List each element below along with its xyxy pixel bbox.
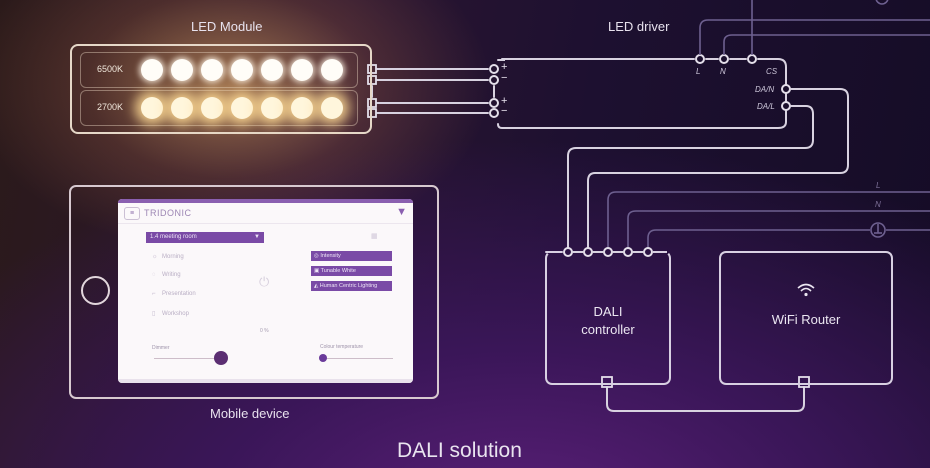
sun-icon: ☼ <box>152 254 158 260</box>
led <box>291 59 313 81</box>
driver-input-plus: + <box>501 61 508 73</box>
dimmer-slider-thumb[interactable] <box>214 351 228 365</box>
percent-readout: 0 % <box>260 328 269 334</box>
led-row-temperature: 2700K <box>97 102 124 112</box>
controller-border-segment <box>545 251 563 253</box>
driver-input-plus: + <box>501 95 508 107</box>
dimmer-label: Dimmer <box>152 345 170 351</box>
app-top-bar <box>118 199 413 203</box>
terminal-label-n: N <box>720 67 726 76</box>
terminal-label-da-l: DA/L <box>757 102 775 111</box>
colour-temperature-slider[interactable] <box>323 358 393 359</box>
room-select-value: 1.4 meeting room <box>150 234 197 240</box>
led-module: 6500K 2700K <box>70 44 372 134</box>
mode-button-tunable-white[interactable]: ▣ Tunable White <box>311 266 392 276</box>
grid-icon[interactable]: ▦ <box>371 233 378 240</box>
colour-temperature-label: Colour temperature <box>320 344 364 350</box>
app-header: ≡ TRIDONIC ▼ <box>118 203 413 224</box>
dali-controller: DALI controller <box>545 251 671 385</box>
led <box>321 59 343 81</box>
driver-input-minus: − <box>501 72 508 84</box>
driver-input-minus: − <box>501 105 508 117</box>
controller-terminals <box>563 247 653 257</box>
module-to-driver-wires <box>376 68 495 114</box>
mains-label-l: L <box>876 181 881 190</box>
led <box>291 97 313 119</box>
controller-border-segment <box>653 251 667 253</box>
led <box>201 97 223 119</box>
scene-item[interactable]: ◌Writing <box>152 272 181 278</box>
led <box>171 97 193 119</box>
scene-item[interactable]: ▯Workshop <box>152 311 189 317</box>
power-icon[interactable]: ⏻ <box>259 274 270 289</box>
mode-button-hcl[interactable]: ◭ Human Centric Lighting <box>311 281 392 291</box>
mains-label-n: N <box>875 200 881 209</box>
led <box>231 97 253 119</box>
app-brand: TRIDONIC <box>144 208 192 218</box>
led <box>261 59 283 81</box>
bulb-icon: ◎ <box>314 253 321 259</box>
app-bottom-bar <box>118 379 413 383</box>
workshop-icon: ▯ <box>152 311 156 317</box>
terminal-label-l: L <box>696 67 701 76</box>
led-driver-label: LED driver <box>608 19 670 34</box>
scene-item[interactable]: ☼Morning <box>152 254 184 260</box>
controller-router-link <box>606 386 805 412</box>
led-row-temperature: 6500K <box>97 64 124 74</box>
dali-controller-label: DALI controller <box>581 304 635 337</box>
colour-temperature-slider-thumb[interactable] <box>319 354 327 362</box>
led <box>261 97 283 119</box>
menu-icon[interactable]: ≡ <box>124 207 140 220</box>
wifi-icon[interactable]: ▼ <box>396 206 407 218</box>
wifi-router: WiFi Router <box>719 251 893 385</box>
presentation-icon: ⌐ <box>152 291 156 297</box>
tunable-icon: ▣ <box>314 268 321 274</box>
wifi-icon <box>797 283 815 297</box>
mode-button-intensity[interactable]: ◎ Intensity <box>311 251 392 261</box>
home-button[interactable] <box>81 276 110 305</box>
led-row-cool: 6500K <box>80 52 358 88</box>
terminal-label-cs: CS <box>766 67 778 76</box>
hcl-icon: ◭ <box>314 283 320 289</box>
diagram-title: DALI solution <box>397 439 522 462</box>
driver-input-nodes <box>489 64 499 118</box>
wifi-router-label: WiFi Router <box>771 312 841 327</box>
led <box>171 59 193 81</box>
app-screen: ≡ TRIDONIC ▼ 1.4 meeting room ▼ ▦ ☼Morni… <box>118 199 413 383</box>
scene-item[interactable]: ⌐Presentation <box>152 291 196 297</box>
led <box>141 59 163 81</box>
driver-body-outline <box>497 58 787 129</box>
led-row-warm: 2700K <box>80 90 358 126</box>
led <box>141 97 163 119</box>
mobile-device: ≡ TRIDONIC ▼ 1.4 meeting room ▼ ▦ ☼Morni… <box>69 185 439 399</box>
chevron-down-icon: ▼ <box>254 234 260 240</box>
led-module-label: LED Module <box>191 19 263 34</box>
wifi-router-icon <box>721 283 891 301</box>
module-connectors <box>367 64 377 118</box>
driver-mains-nodes <box>695 54 791 111</box>
led <box>201 59 223 81</box>
sun-low-icon: ◌ <box>152 272 156 278</box>
mobile-device-label: Mobile device <box>210 406 290 421</box>
led <box>321 97 343 119</box>
terminal-label-da-n: DA/N <box>755 85 775 94</box>
dimmer-slider[interactable] <box>154 358 224 359</box>
room-select[interactable]: 1.4 meeting room ▼ <box>146 232 264 243</box>
led <box>231 59 253 81</box>
